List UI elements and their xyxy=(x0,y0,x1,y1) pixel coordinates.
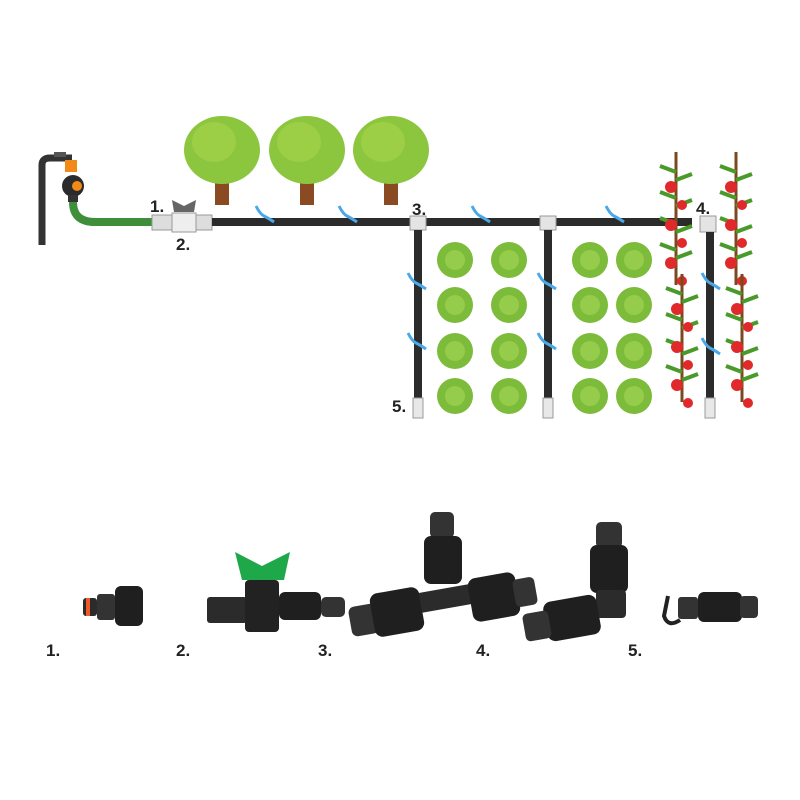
water-drip-icon xyxy=(406,332,427,351)
lateral-line xyxy=(414,230,422,398)
tomato-plant-icon xyxy=(659,152,693,286)
lettuce-icon xyxy=(491,333,527,369)
tomato-plants xyxy=(659,152,759,408)
end-cap-icon xyxy=(661,592,758,626)
diagram-label-3: 3. xyxy=(412,200,426,219)
diagram-label-4: 4. xyxy=(696,199,710,218)
end-cap-icon xyxy=(542,397,554,419)
lateral-line xyxy=(706,232,714,398)
water-drip-icon xyxy=(337,205,358,224)
tree-icon xyxy=(269,116,345,205)
lettuce-icon xyxy=(491,242,527,278)
lateral-line xyxy=(544,230,552,398)
lettuce-icon xyxy=(616,287,652,323)
tree-icon xyxy=(184,116,260,205)
end-cap-icon xyxy=(704,397,716,419)
lettuce-icon xyxy=(437,287,473,323)
lettuce-icon xyxy=(437,242,473,278)
diagram-label-2: 2. xyxy=(176,235,190,254)
lettuce-icon xyxy=(616,242,652,278)
water-drip-icon xyxy=(604,205,625,224)
product-label-3: 3. xyxy=(318,641,332,660)
water-drip-icon xyxy=(700,337,721,356)
product-label-4: 4. xyxy=(476,641,490,660)
valve-icon xyxy=(207,552,345,632)
tomato-plant-icon xyxy=(665,274,699,408)
lettuce-icon xyxy=(616,378,652,414)
diagram-label-5: 5. xyxy=(392,397,406,416)
water-drips xyxy=(254,205,721,356)
tree-icon xyxy=(353,116,429,205)
tee-fitting-icon xyxy=(539,215,557,231)
lettuce-plants xyxy=(437,242,652,414)
main-drip-line xyxy=(212,218,692,226)
diagram-label-1: 1. xyxy=(150,197,164,216)
tap-connector-icon xyxy=(83,586,143,626)
valve-fitting-icon xyxy=(151,200,213,233)
lettuce-icon xyxy=(437,378,473,414)
elbow-connector-icon xyxy=(522,522,628,642)
tee-connector-icon xyxy=(348,512,538,637)
product-label-5: 5. xyxy=(628,641,642,660)
water-drip-icon xyxy=(470,205,491,224)
lettuce-icon xyxy=(572,242,608,278)
trees xyxy=(184,116,429,205)
lettuce-icon xyxy=(491,287,527,323)
product-label-2: 2. xyxy=(176,641,190,660)
product-label-1: 1. xyxy=(46,641,60,660)
faucet-icon xyxy=(38,152,84,245)
end-cap-icon xyxy=(412,397,424,419)
lettuce-icon xyxy=(572,378,608,414)
tomato-plant-icon xyxy=(725,274,759,408)
water-drip-icon xyxy=(406,272,427,291)
lettuce-icon xyxy=(572,287,608,323)
water-drip-icon xyxy=(536,272,557,291)
lettuce-icon xyxy=(491,378,527,414)
elbow-fitting-icon xyxy=(699,215,717,233)
lettuce-icon xyxy=(616,333,652,369)
water-drip-icon xyxy=(536,332,557,351)
lettuce-icon xyxy=(572,333,608,369)
tomato-plant-icon xyxy=(719,152,753,286)
garden-hose xyxy=(69,201,152,226)
water-drip-icon xyxy=(254,205,275,224)
lettuce-icon xyxy=(437,333,473,369)
lateral-drip-lines xyxy=(409,215,717,419)
water-drip-icon xyxy=(700,272,721,291)
